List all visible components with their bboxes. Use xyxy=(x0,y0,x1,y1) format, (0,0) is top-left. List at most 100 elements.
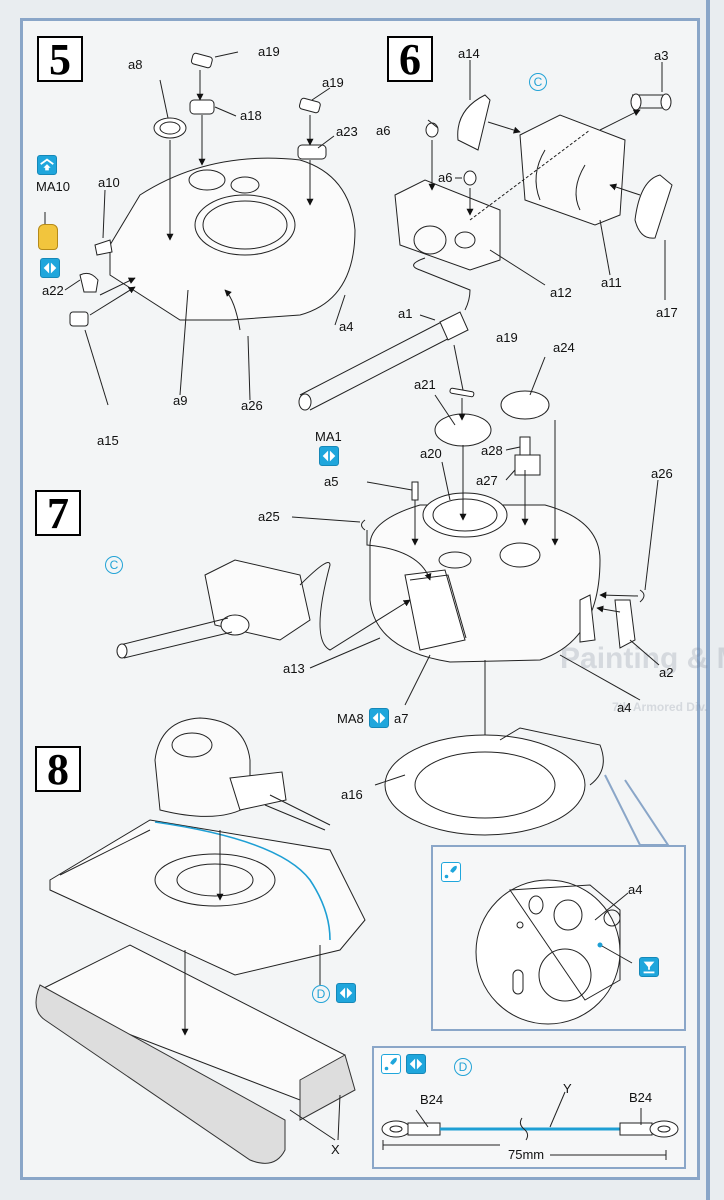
part-label: a20 xyxy=(420,446,442,461)
part-a6-right xyxy=(463,170,477,186)
step-7-number: 7 xyxy=(35,490,81,536)
part-group-c-marker: C xyxy=(529,73,547,91)
gun-shield-a11 xyxy=(519,114,626,226)
part-label: a7 xyxy=(394,711,409,726)
glue-badge xyxy=(441,862,461,882)
highlighted-part-a10 xyxy=(38,224,58,250)
part-a14 xyxy=(457,94,491,151)
part-label: a15 xyxy=(97,433,119,448)
part-a21 xyxy=(434,413,492,447)
show-through-subline: 7th Armored Div. xyxy=(612,700,708,714)
part-a22 xyxy=(79,272,99,293)
drill-point xyxy=(597,942,603,948)
part-label: a26 xyxy=(241,398,263,413)
mantlet-assembly xyxy=(204,559,311,641)
marker-caption: MA10 xyxy=(36,179,70,194)
part-a25 xyxy=(361,519,366,531)
part-a5 xyxy=(411,481,419,501)
part-a18 xyxy=(189,99,215,115)
part-label: a28 xyxy=(481,443,503,458)
part-group-d-marker: D xyxy=(454,1058,472,1076)
end-label-right: B24 xyxy=(629,1090,653,1105)
part-a19-right xyxy=(298,97,321,114)
upper-hull xyxy=(49,819,366,976)
both-sides-badge xyxy=(40,258,60,278)
wire-label: Y xyxy=(563,1081,572,1096)
both-sides-badge xyxy=(369,708,389,728)
part-a15 xyxy=(69,311,89,327)
part-label: a19 xyxy=(496,330,518,345)
part-a26-step7 xyxy=(639,589,645,603)
part-label: a12 xyxy=(550,285,572,300)
part-a19-top xyxy=(190,52,213,69)
part-label: a18 xyxy=(240,108,262,123)
gun-barrel-a1 xyxy=(299,314,466,411)
part-label: a3 xyxy=(654,48,669,63)
gun-shield-a13 xyxy=(404,569,466,651)
part-label: a6 xyxy=(438,170,453,185)
page-edge-border xyxy=(706,0,710,1200)
part-label: a14 xyxy=(458,46,480,61)
both-sides-badge xyxy=(319,446,339,466)
part-a19-step7 xyxy=(449,387,475,398)
end-label-left: B24 xyxy=(420,1092,444,1107)
mantlet-a12 xyxy=(394,179,501,271)
glue-badge xyxy=(381,1054,401,1074)
turret-assembled xyxy=(154,717,251,817)
part-label: a6 xyxy=(376,123,391,138)
hatch-ring xyxy=(194,194,296,256)
part-label: a4 xyxy=(339,319,354,334)
part-a8 xyxy=(153,117,187,139)
wire-length: 75mm xyxy=(508,1147,545,1162)
part-label: a19 xyxy=(258,44,280,59)
part-a24 xyxy=(500,390,550,420)
part-label: X xyxy=(331,1142,340,1157)
part-label: a16 xyxy=(341,787,363,802)
show-through-heading: Painting & Markings xyxy=(560,642,724,675)
both-sides-icon xyxy=(372,712,386,724)
both-sides-badge xyxy=(336,983,356,1003)
part-group-c-marker: C xyxy=(105,556,123,574)
part-a2 xyxy=(614,599,636,649)
marker-caption: MA8 xyxy=(337,711,364,726)
step-8-number: 8 xyxy=(35,746,81,792)
part-label: a4 xyxy=(617,700,632,715)
hull-turret-ring xyxy=(154,853,276,907)
drill-hole-icon xyxy=(643,961,655,974)
glue-icon xyxy=(444,865,457,879)
part-a17 xyxy=(634,174,673,239)
position-up-badge xyxy=(37,155,57,175)
step-5-number: 5 xyxy=(37,36,83,82)
both-sides-icon xyxy=(409,1058,423,1070)
track xyxy=(35,984,286,1164)
part-a6-left xyxy=(425,122,439,138)
part-a10 xyxy=(94,239,113,256)
position-up-icon xyxy=(40,158,54,171)
inset-part-label: a4 xyxy=(628,882,643,897)
both-sides-icon xyxy=(43,262,57,274)
part-label: a17 xyxy=(656,305,678,320)
part-label: a21 xyxy=(414,377,436,392)
part-label: a13 xyxy=(283,661,305,676)
part-a27 xyxy=(514,454,541,476)
part-label: a22 xyxy=(42,283,64,298)
part-label: a2 xyxy=(659,665,674,680)
part-label: a10 xyxy=(98,175,120,190)
part-label: a9 xyxy=(173,393,188,408)
part-label: a19 xyxy=(322,75,344,90)
commander-hatch-ring-a20 xyxy=(422,492,508,538)
turret-shell-a4 xyxy=(109,157,356,321)
part-label: a24 xyxy=(553,340,575,355)
antenna-wire xyxy=(154,821,331,941)
both-sides-icon xyxy=(322,450,336,462)
both-sides-badge xyxy=(406,1054,426,1074)
part-label: a8 xyxy=(128,57,143,72)
gun-barrel-step7 xyxy=(119,617,233,659)
part-label: a23 xyxy=(336,124,358,139)
drill-hole-badge xyxy=(639,957,659,977)
part-label: a26 xyxy=(651,466,673,481)
glue-icon xyxy=(384,1057,397,1071)
part-group-d-marker: D xyxy=(312,985,330,1003)
part-label: a25 xyxy=(258,509,280,524)
